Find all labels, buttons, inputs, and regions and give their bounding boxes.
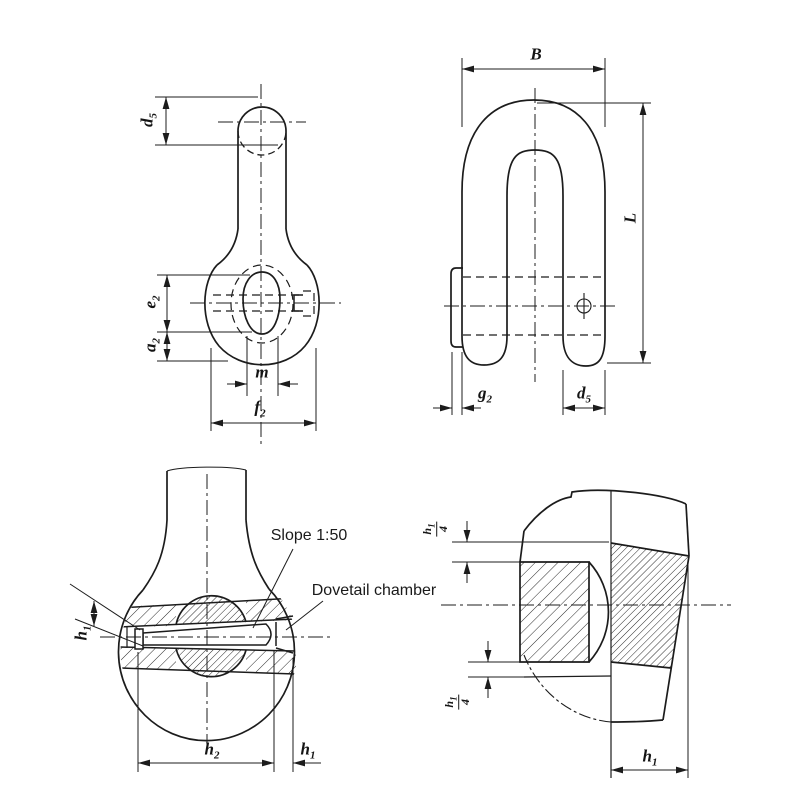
- dovetail-wedge: [611, 543, 689, 668]
- dimension-label-d5-front: d5: [577, 383, 591, 406]
- detail-outline: [519, 489, 690, 723]
- hidden-key-lines: [213, 290, 315, 317]
- side-view: [155, 84, 341, 448]
- key-head-end: [293, 294, 303, 312]
- hidden-seat-circle: [230, 264, 294, 344]
- dimension-label-h1-detail: h1: [642, 746, 658, 769]
- dovetail-chamber-top: [275, 615, 294, 620]
- dimension-label-g2: g2: [478, 383, 492, 406]
- dimension-label-h1-over-4-top: h1 4: [420, 521, 451, 537]
- hidden-pin-lines: [463, 276, 605, 336]
- dovetail-chamber-bottom: [275, 647, 294, 654]
- dovetail-leader: [285, 600, 324, 631]
- lower-face-line: [523, 675, 612, 678]
- front-view-outline: [450, 99, 606, 367]
- section-dimensions: [69, 583, 321, 772]
- slope-leader: [252, 548, 294, 629]
- pin-head-circle: [237, 106, 287, 156]
- dimension-label-e2: e2: [140, 295, 163, 309]
- link-ball-section: [175, 594, 247, 678]
- eye-section-view: [69, 466, 332, 772]
- dimension-label-a2: a2: [140, 338, 163, 352]
- dimension-label-h1-key: h1: [71, 625, 94, 641]
- key-end-section: [520, 562, 589, 662]
- dovetail-annotation: Dovetail chamber: [311, 582, 437, 599]
- detail-dimensions: [452, 521, 689, 778]
- dimension-label-B: B: [530, 44, 542, 64]
- pin-head: [450, 267, 463, 348]
- dimension-label-L: L: [620, 212, 640, 224]
- dimension-label-f2: f2: [254, 397, 266, 420]
- dimension-label-m: m: [255, 362, 269, 382]
- side-view-outline: [204, 131, 320, 366]
- front-view-dimensions: [433, 58, 651, 415]
- leader-lines: [252, 548, 324, 631]
- dimension-label-h2: h2: [204, 739, 220, 762]
- dovetail-detail-view: [441, 489, 731, 778]
- hatched-ring-bands: [120, 598, 296, 674]
- phantom-eye-arc: [523, 654, 612, 723]
- dimension-label-h1-end: h1: [300, 739, 316, 762]
- front-view: [433, 58, 651, 415]
- side-view-dimensions: [155, 96, 317, 431]
- slope-annotation: Slope 1:50: [270, 527, 348, 544]
- section-centerlines: [100, 474, 332, 745]
- eye-hole: [242, 271, 281, 335]
- front-view-centerlines: [444, 88, 616, 382]
- pin-hole-arc: [588, 561, 610, 663]
- dimension-label-d5-side: d5: [137, 113, 160, 127]
- side-view-centerlines: [190, 84, 341, 448]
- cotter-pin-hole: [576, 293, 592, 319]
- dimension-label-h1-over-4-bottom: h1 4: [442, 694, 473, 710]
